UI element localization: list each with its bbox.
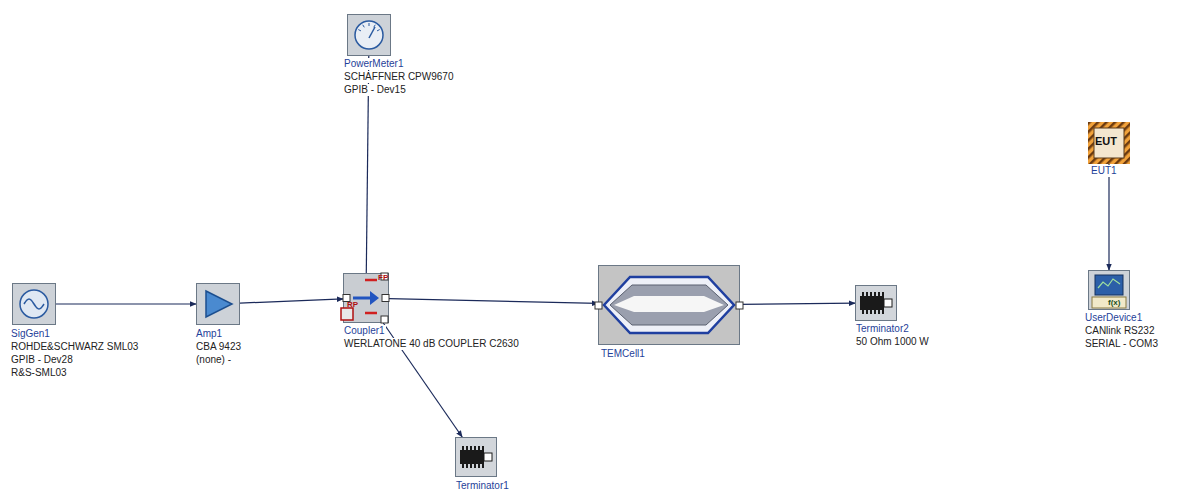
device-detail: R&S-SML03 (10, 367, 68, 379)
device-detail: WERLATONE 40 dB COUPLER C2630 (343, 338, 520, 350)
device-icon (598, 265, 740, 345)
device-detail: ROHDE&SCHWARZ SML03 (10, 341, 139, 353)
device-detail: 50 Ohm 1000 W (855, 336, 930, 348)
cable (56, 303, 196, 304)
device-icon (12, 283, 56, 325)
cable (240, 299, 343, 303)
device-detail: CBA 9423 (195, 341, 242, 353)
device-icon (455, 437, 497, 477)
device-detail: CANlink RS232 (1084, 325, 1155, 337)
cable (389, 299, 598, 304)
device-block: SigGen1ROHDE&SCHWARZ SML03GPIB - Dev28R&… (12, 283, 56, 325)
device-name: Amp1 (195, 328, 223, 340)
device-block: Terminator1 (455, 437, 497, 477)
device-name: Coupler1 (343, 325, 386, 337)
icon-label: EUT (1095, 135, 1117, 147)
device-name: EUT1 (1090, 165, 1118, 177)
cable (1108, 164, 1109, 270)
device-icon (196, 283, 240, 325)
device-detail: (none) - (195, 354, 232, 366)
device-name: TEMCell1 (600, 348, 646, 360)
cable (740, 303, 855, 304)
device-name: SigGen1 (10, 328, 51, 340)
device-detail: GPIB - Dev28 (10, 354, 74, 366)
device-block: TEMCell1 (598, 265, 740, 345)
device-detail: SERIAL - COM3 (1084, 338, 1159, 350)
device-name: PowerMeter1 (343, 58, 404, 70)
device-name: UserDevice1 (1084, 312, 1143, 324)
device-icon (855, 285, 897, 321)
device-block: Amp1CBA 9423(none) - (196, 283, 240, 325)
device-detail: GPIB - Dev15 (343, 84, 407, 96)
device-icon (347, 14, 391, 56)
icon-label: f(x) (1108, 298, 1120, 307)
device-detail: SCHAFFNER CPW9670 (343, 71, 454, 83)
device-block: PowerMeter1SCHAFFNER CPW9670GPIB - Dev15 (347, 14, 391, 56)
device-name: Terminator2 (855, 323, 910, 335)
icon-label: FP (378, 273, 388, 282)
icon-label: RP (347, 300, 358, 309)
device-block: Terminator250 Ohm 1000 W (855, 285, 897, 321)
device-name: Terminator1 (455, 480, 510, 492)
